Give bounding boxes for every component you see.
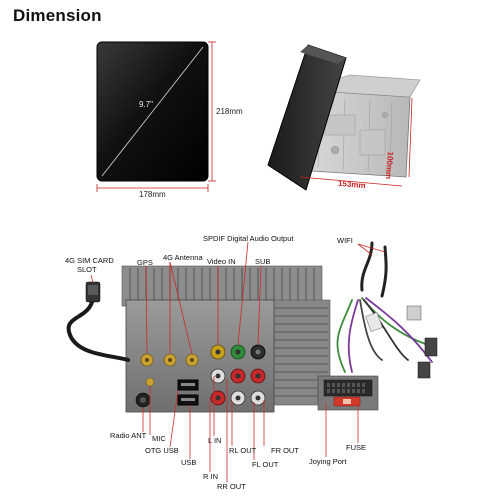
rca-top-row — [210, 344, 266, 360]
callout-lines — [90, 241, 386, 482]
wifi-label: WIFI — [337, 236, 353, 245]
gps-connector — [140, 353, 154, 367]
width-dimension-line — [96, 184, 209, 192]
wifi-cable — [360, 241, 388, 298]
side-view-unit — [267, 44, 421, 191]
rl-out-label: RL OUT — [229, 446, 257, 455]
width-label: 178mm — [139, 190, 166, 199]
sub-label: SUB — [255, 257, 271, 266]
rr-out-label: RR OUT — [217, 482, 246, 491]
antenna-4g-label: 4G Antenna — [163, 253, 203, 262]
bracket-height-dimension-line — [408, 97, 413, 178]
fl-out-label: FL OUT — [252, 460, 279, 469]
screen-diagonal-label: 9.7" — [139, 100, 153, 109]
usb-ports — [177, 379, 199, 406]
sim-card-slot-label-line2: SLOT — [77, 265, 97, 274]
height-label: 218mm — [216, 107, 243, 116]
mic-jack — [145, 377, 155, 387]
height-dimension-line — [208, 41, 216, 182]
radio-antenna-connector — [135, 392, 151, 408]
video-in-label: Video IN — [207, 257, 236, 266]
usb-label: USB — [181, 458, 197, 467]
fuse-label: FUSE — [346, 443, 367, 452]
page-title: Dimension — [13, 6, 102, 25]
rca-bottom-row — [210, 390, 266, 406]
r-in-label: R IN — [203, 472, 218, 481]
gps-label: GPS — [137, 258, 153, 267]
rca-middle-row — [210, 368, 266, 384]
l-in-label: L IN — [208, 436, 222, 445]
sim-card-slot-label-line1: 4G SIM CARD — [65, 256, 114, 265]
front-view-screen — [96, 41, 209, 182]
fr-out-label: FR OUT — [271, 446, 299, 455]
rear-panel — [121, 265, 379, 413]
joying-port-label: Joying Port — [309, 457, 347, 466]
sim-cable — [66, 296, 130, 362]
bracket-width-dimension-line — [299, 176, 403, 187]
spdif-label: SPDIF Digital Audio Output — [203, 234, 294, 243]
otg-usb-label: OTG USB — [145, 446, 179, 455]
mic-label: MIC — [152, 434, 166, 443]
radio-ant-label: Radio ANT — [110, 431, 147, 440]
